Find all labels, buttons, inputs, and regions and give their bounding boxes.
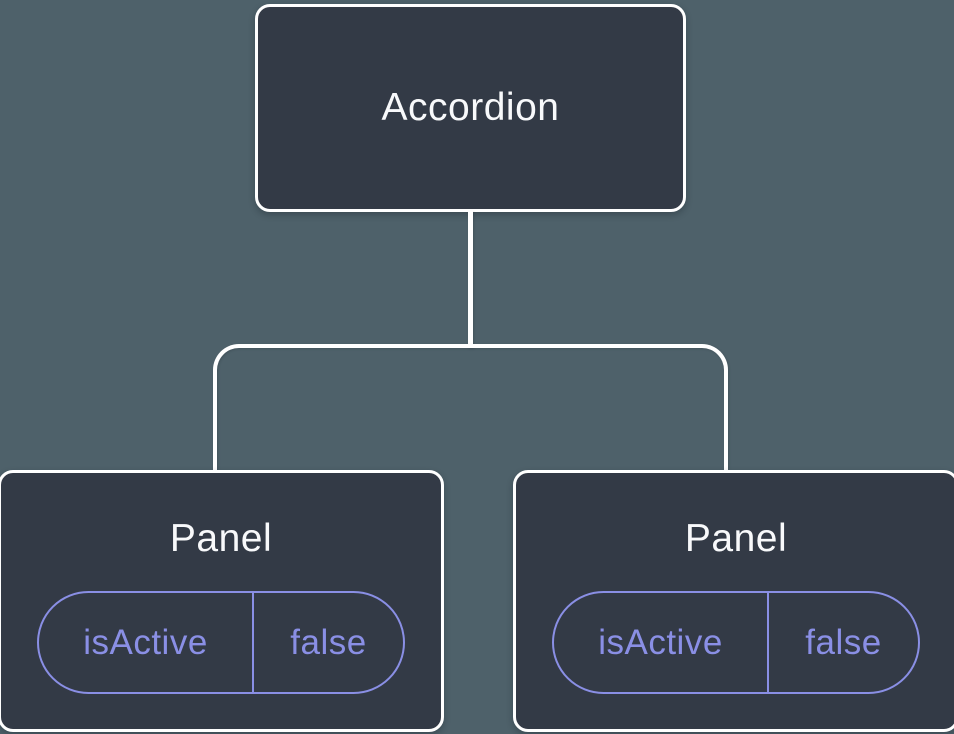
pill-divider — [767, 593, 769, 692]
node-panel-1: Panel isActive false — [0, 470, 444, 732]
node-panel-2: Panel isActive false — [513, 470, 954, 732]
state-key: isActive — [83, 622, 208, 662]
connector-bracket — [213, 344, 728, 470]
state-key: isActive — [598, 622, 723, 662]
panel-2-label: Panel — [684, 517, 788, 560]
state-value: false — [290, 622, 367, 662]
accordion-label: Accordion — [381, 86, 560, 129]
connector-stem — [468, 211, 473, 348]
node-accordion: Accordion — [255, 4, 686, 212]
state-pill-1: isActive false — [37, 591, 405, 694]
pill-divider — [252, 593, 254, 692]
panel-1-label: Panel — [169, 517, 273, 560]
state-value: false — [805, 622, 882, 662]
state-pill-2: isActive false — [552, 591, 920, 694]
